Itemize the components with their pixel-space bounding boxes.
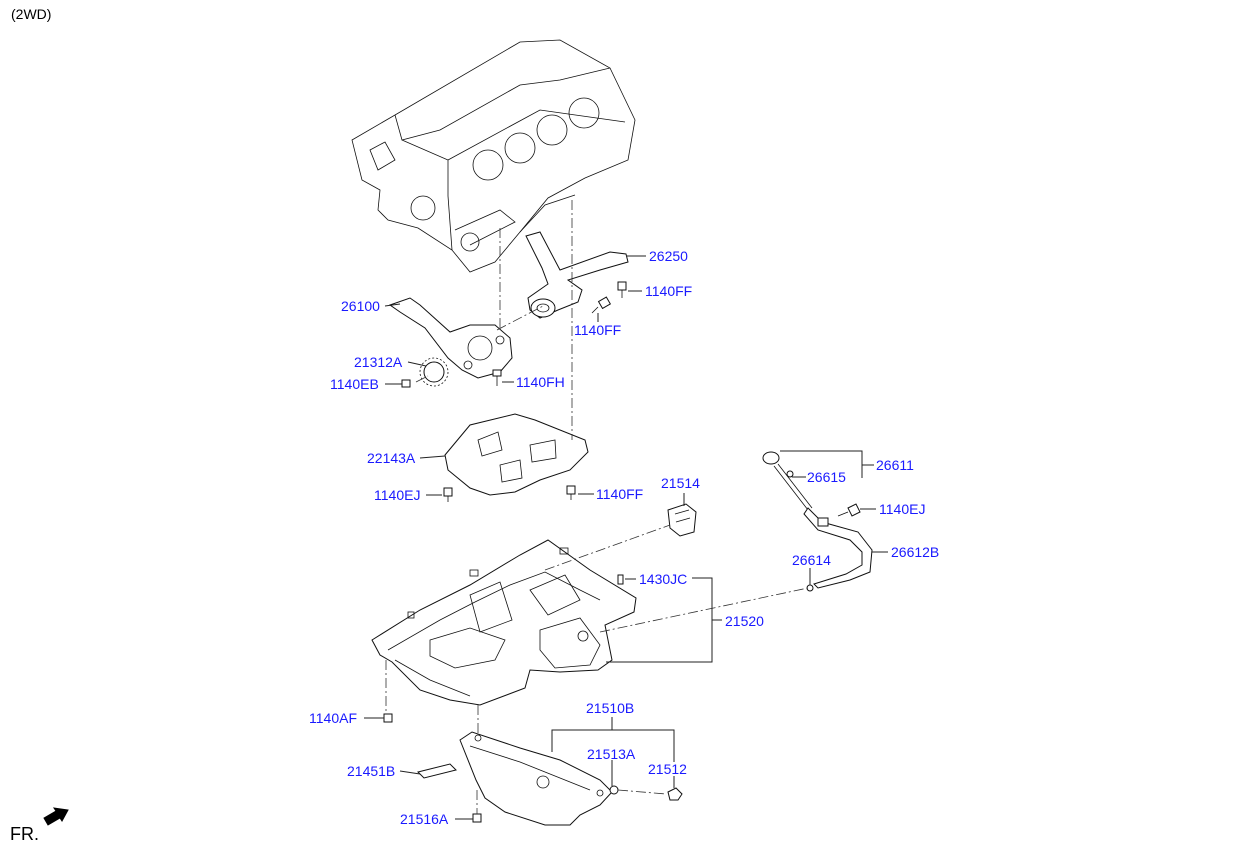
bolt-1140EJ-drawing — [443, 487, 453, 502]
label-21514[interactable]: 21514 — [661, 475, 700, 491]
plug-1430JC-drawing — [617, 574, 624, 585]
oil-pump-drawing — [388, 297, 513, 387]
front-direction-label: FR. — [10, 824, 39, 844]
part-labels: 26250 1140FF 1140FF 26100 21312A 1140EB … — [309, 248, 939, 827]
label-21516A[interactable]: 21516A — [400, 811, 449, 827]
lower-oil-pan-drawing — [459, 731, 613, 826]
upper-oil-pan-drawing — [371, 539, 637, 706]
label-1140FF-top[interactable]: 1140FF — [645, 283, 692, 299]
label-21512[interactable]: 21512 — [648, 761, 687, 777]
label-21312A[interactable]: 21312A — [354, 354, 403, 370]
dipstick-drawing — [762, 451, 873, 589]
engine-block-drawing — [351, 39, 636, 273]
label-26614[interactable]: 26614 — [792, 552, 831, 568]
label-26100[interactable]: 26100 — [341, 298, 380, 314]
oil-strainer-tube-drawing — [525, 231, 629, 319]
baffle-plate-drawing — [444, 413, 589, 496]
leader-lines — [364, 255, 888, 820]
label-1430JC[interactable]: 1430JC — [639, 571, 687, 587]
bracket-21514-drawing — [667, 503, 697, 537]
baffle-21451B-drawing — [417, 763, 457, 779]
gasket-21513A-drawing — [609, 785, 619, 795]
bolt-21516A-drawing — [472, 813, 482, 823]
front-arrow-icon — [43, 807, 69, 826]
label-1140EB[interactable]: 1140EB — [330, 376, 379, 392]
label-1140AF[interactable]: 1140AF — [309, 710, 357, 726]
label-1140EJ-left[interactable]: 1140EJ — [374, 487, 420, 503]
label-26615[interactable]: 26615 — [807, 469, 846, 485]
variant-label: (2WD) — [11, 6, 52, 22]
label-1140FF-lower[interactable]: 1140FF — [596, 486, 643, 502]
label-26250[interactable]: 26250 — [649, 248, 688, 264]
label-26611[interactable]: 26611 — [876, 457, 914, 473]
bolt-1140FF-lower-drawing — [566, 485, 576, 500]
label-1140FF-middle[interactable]: 1140FF — [574, 322, 621, 338]
bolt-1140FH-drawing — [492, 369, 502, 386]
center-lines — [385, 200, 809, 814]
label-21520[interactable]: 21520 — [725, 613, 764, 629]
bolt-1140EJ-right-drawing — [837, 503, 861, 517]
bolt-1140FF-drawing — [591, 281, 627, 314]
bolt-1140AF-drawing — [383, 713, 393, 723]
drain-plug-21512-drawing — [667, 787, 683, 801]
label-22143A[interactable]: 22143A — [367, 450, 416, 466]
label-1140EJ-right[interactable]: 1140EJ — [879, 501, 925, 517]
label-21451B[interactable]: 21451B — [347, 763, 395, 779]
label-26612B[interactable]: 26612B — [891, 544, 939, 560]
bolt-1140EB-drawing — [401, 379, 411, 388]
label-1140FH[interactable]: 1140FH — [516, 374, 565, 390]
label-21510B[interactable]: 21510B — [586, 700, 634, 716]
label-21513A[interactable]: 21513A — [587, 746, 636, 762]
